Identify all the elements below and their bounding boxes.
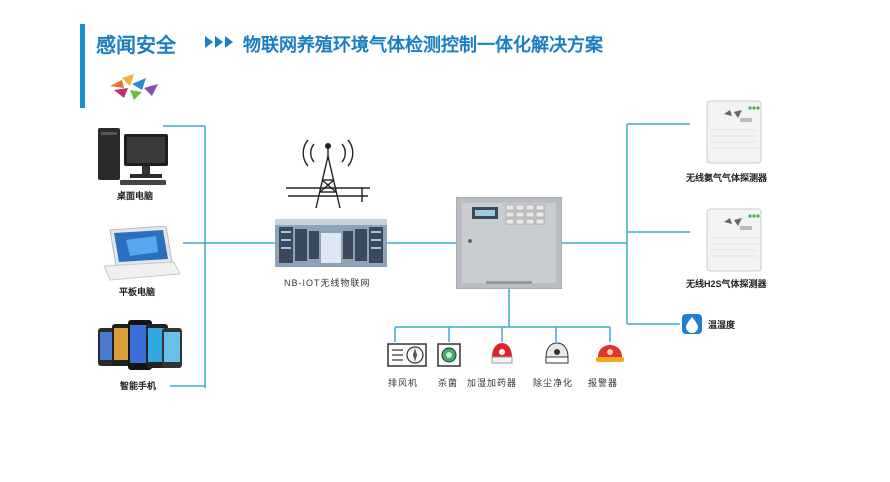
water-drop-icon <box>682 314 702 334</box>
sensor-label-ammonia: 无线氨气气体探测器 <box>686 173 768 183</box>
gas-detector-icon <box>706 100 762 164</box>
smartphones-icon <box>98 320 182 370</box>
sensor-label-temp-humidity: 温湿度 <box>708 320 736 330</box>
actuator-label-fan: 排风机 <box>388 378 419 388</box>
sensor-label-h2s: 无线H2S气体探测器 <box>686 279 767 289</box>
actuator-label-alarm: 报警器 <box>588 378 619 388</box>
actuator-label-purifier: 除尘净化 <box>533 378 574 388</box>
network-label: NB-IOT无线物联网 <box>284 278 371 288</box>
exhaust-fan-icon <box>387 343 427 367</box>
triple-arrow-icon <box>205 36 233 48</box>
server-room-icon <box>275 219 387 267</box>
actuator-label-sterilize: 杀菌 <box>438 378 459 388</box>
purifier-icon <box>545 342 569 364</box>
gas-controller-cabinet <box>456 197 562 289</box>
brand-name: 感闻安全 <box>96 35 176 57</box>
laptop-icon <box>103 226 181 281</box>
page-title: 物联网养殖环境气体检测控制一体化解决方案 <box>243 35 603 55</box>
gas-detector-icon <box>706 208 762 272</box>
alarm-icon <box>596 345 624 362</box>
antenna-tower-icon <box>286 139 370 209</box>
humidifier-icon <box>491 343 513 364</box>
client-label-phone: 智能手机 <box>119 381 156 391</box>
client-label-desktop: 桌面电脑 <box>116 191 153 201</box>
header-accent-bar <box>80 24 85 108</box>
sterilizer-icon <box>437 343 461 367</box>
actuator-label-humidifier: 加湿加药器 <box>467 378 518 388</box>
company-logo-icon <box>110 74 158 100</box>
client-label-laptop: 平板电脑 <box>118 287 155 297</box>
desktop-computer-icon <box>98 128 168 185</box>
